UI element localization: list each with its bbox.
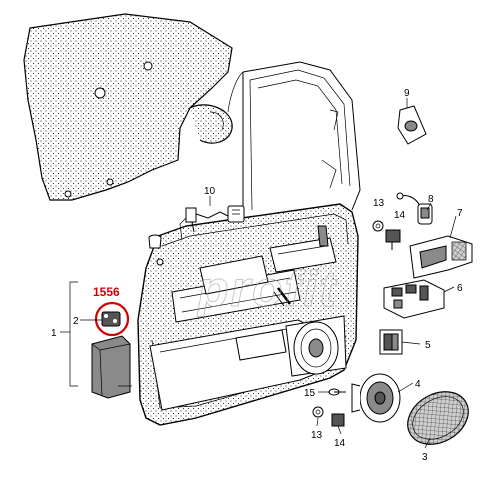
speaker-grille-part-3 xyxy=(407,391,469,445)
callout-4: 4 xyxy=(415,379,421,390)
leader-lines xyxy=(60,98,457,449)
callout-14-bottom: 14 xyxy=(334,438,346,449)
callout-2: 2 xyxy=(73,316,79,327)
callout-7: 7 xyxy=(457,208,463,219)
door-handle-part-7 xyxy=(409,235,473,279)
plug-part-8 xyxy=(396,192,433,225)
trim-clip-part xyxy=(101,311,121,327)
callout-13-top: 13 xyxy=(373,198,385,209)
screw-part-13-top xyxy=(372,220,384,232)
highlight-circle xyxy=(94,301,130,337)
armrest-pad xyxy=(91,335,131,399)
callout-6: 6 xyxy=(457,283,463,294)
speaker-part-4 xyxy=(351,373,401,423)
screw-part-13-bottom xyxy=(312,406,324,418)
callout-3: 3 xyxy=(422,452,428,463)
door-window-frame xyxy=(227,61,361,211)
screw-part-15 xyxy=(328,388,346,396)
cap-part xyxy=(148,234,162,249)
callout-15: 15 xyxy=(304,388,316,399)
tweeter-part-9 xyxy=(397,105,427,145)
door-trim-panel xyxy=(137,203,359,426)
wiring-part-10 xyxy=(179,205,245,241)
callout-14-top: 14 xyxy=(394,210,406,221)
bolt-part-14-top xyxy=(385,229,401,250)
insulation-sheet xyxy=(23,13,233,201)
callout-8: 8 xyxy=(428,194,434,205)
watermark: profit xyxy=(196,261,338,317)
callout-9: 9 xyxy=(404,88,410,99)
window-switch-part-6 xyxy=(383,279,445,319)
bolt-part-14-bottom xyxy=(331,413,345,427)
switch-part-5 xyxy=(379,329,403,355)
highlight-code: 1556 xyxy=(93,285,120,299)
callout-13-bottom: 13 xyxy=(311,430,323,441)
callout-5: 5 xyxy=(425,340,431,351)
callout-10: 10 xyxy=(204,186,216,197)
callout-1: 1 xyxy=(51,328,57,339)
